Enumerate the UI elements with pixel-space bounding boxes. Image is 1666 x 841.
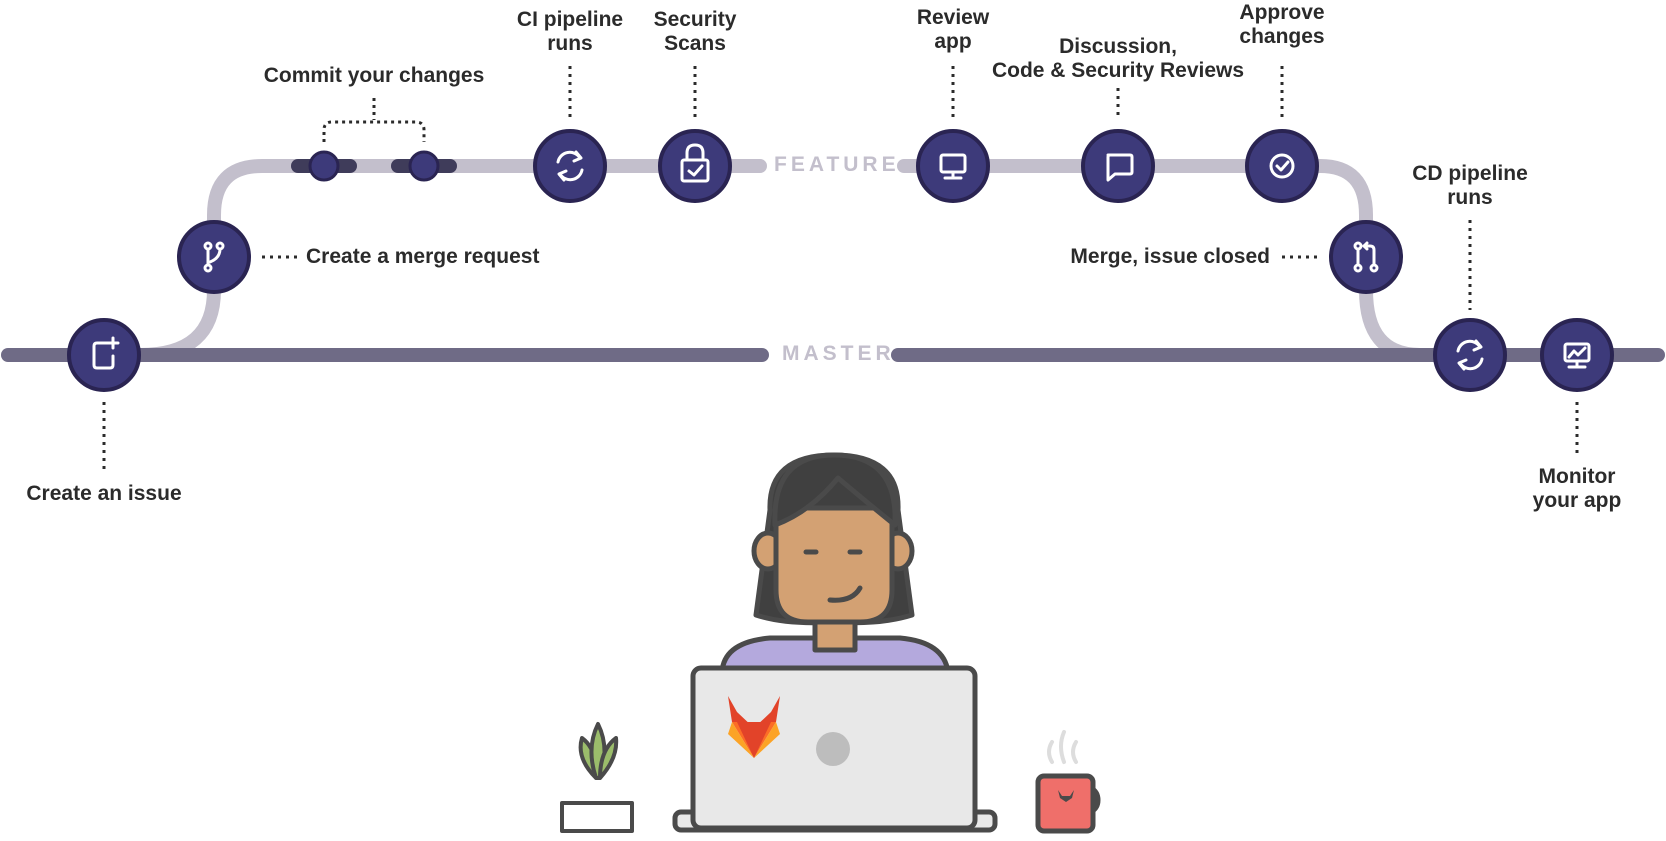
laptop-camera-dot [816,732,850,766]
label-monitor: Monitor your app [1477,465,1666,513]
commit-dot [408,150,440,182]
label-create-issue: Create an issue [26,482,182,505]
node-approve [1245,129,1319,203]
issue-icon [92,336,120,370]
label-security-line2: Scans [664,32,726,55]
gitlab-logo [728,696,780,758]
feature-branch-label: FEATURE [774,153,900,176]
chart-monitor-icon [1563,342,1591,369]
developer-illustration [560,452,1101,834]
label-cd-line1: CD pipeline [1412,162,1528,185]
label-merge-closed: Merge, issue closed [1070,245,1270,268]
node-create-issue [67,318,141,392]
commit-dot [308,150,340,182]
node-security-scans [658,129,732,203]
label-security-line1: Security [653,8,737,31]
node-merge [1329,220,1403,294]
sync-icon [1456,339,1484,371]
label-review-line2: app [934,30,972,53]
commit-bracket [322,120,426,142]
smile [827,585,863,603]
label-monitor-line2: your app [1532,489,1622,512]
steam [1047,730,1078,764]
label-cd-line2: runs [1447,186,1493,209]
label-commit: Commit your changes [263,64,485,87]
plant [560,722,634,833]
branch-icon [203,241,225,273]
label-approve-line1: Approve [1239,1,1325,24]
label-monitor-line1: Monitor [1538,465,1616,488]
label-ci-pipeline-line1: CI pipeline [516,8,624,31]
label-merge-request: Create a merge request [306,245,540,268]
label-approve-line2: changes [1239,25,1325,48]
label-cd-pipeline: CD pipeline runs [1370,162,1570,210]
chat-icon [1106,153,1134,182]
coffee-mug [1035,773,1101,834]
node-discussion [1081,129,1155,203]
node-ci-pipeline [533,129,607,203]
lock-icon [680,143,710,183]
dotted-connectors [102,66,1579,472]
face [773,505,895,625]
label-discussion: Discussion, Code & Security Reviews [958,35,1278,83]
shirt [719,635,951,675]
label-approve: Approve changes [1182,1,1382,49]
sync-icon [556,150,584,182]
label-review-line1: Review [916,6,990,29]
label-discussion-line2: Code & Security Reviews [991,59,1245,82]
label-security-scans: Security Scans [595,8,795,56]
label-ci-pipeline: CI pipeline runs [470,8,670,56]
check-icon [1269,153,1295,179]
hair-fringe [772,452,898,528]
master-branch-label: MASTER [782,342,895,365]
node-review-app [916,129,990,203]
monitor-icon [939,153,967,180]
label-ci-pipeline-line2: runs [547,32,593,55]
node-merge-request [177,220,251,294]
merge-icon [1353,241,1379,273]
label-review-app: Review app [853,6,1053,54]
node-cd-pipeline [1433,318,1507,392]
label-discussion-line1: Discussion, [1059,35,1177,58]
